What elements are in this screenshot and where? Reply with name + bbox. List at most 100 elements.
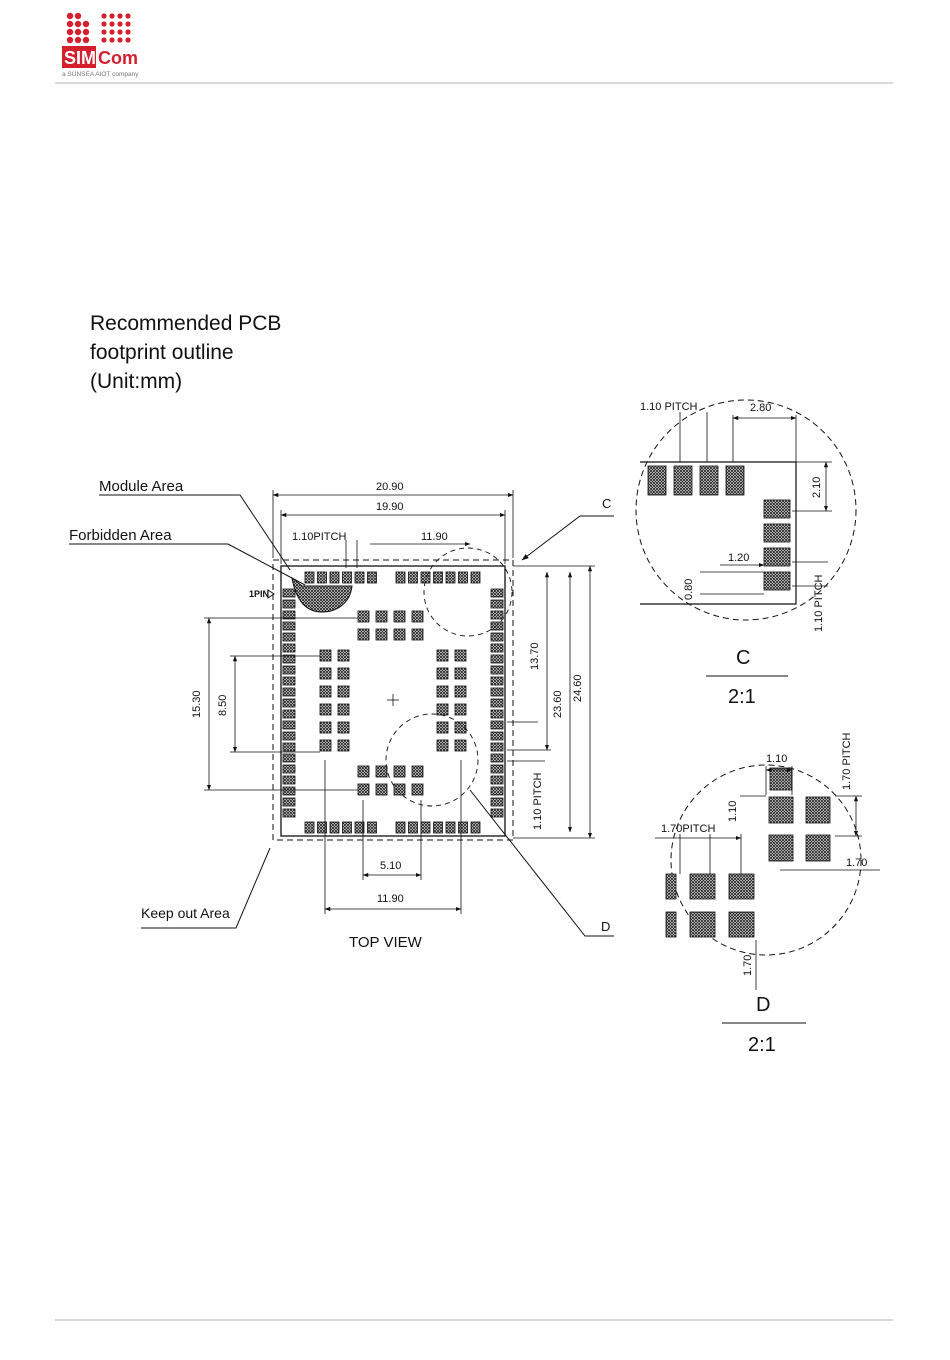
pad-right (490, 709, 504, 719)
pad-right (490, 753, 504, 763)
pad-bottom (342, 821, 352, 834)
pad-inner (319, 649, 332, 662)
pad-top (470, 571, 481, 584)
pad-inner (454, 721, 467, 734)
detail-d-pitch-side: 1.70 PITCH (841, 732, 853, 790)
dim-19-90: 19.90 (376, 501, 404, 513)
logo-tagline: a SUNSEA AIOT company (62, 71, 139, 78)
detail-c-pitch: 1.10 PITCH (640, 401, 698, 413)
pad-left (282, 742, 296, 752)
pad-detail-d (805, 796, 831, 824)
detail-c-name: C (736, 647, 750, 669)
pad-bottom (317, 821, 327, 834)
dim-1-10-pitch-right: 1.10 PITCH (532, 772, 544, 830)
pad-detail-d (728, 911, 755, 938)
pad-inner (454, 703, 467, 716)
pad-detail-d (728, 873, 755, 900)
detail-c-1-20: 1.20 (728, 552, 749, 564)
dim-24-60: 24.60 (572, 674, 584, 702)
pad-inner (337, 721, 350, 734)
pad-left (282, 797, 296, 807)
detail-c-view: 1.10 PITCH 2.80 2.10 1.20 0.80 1.10 PITC… (635, 399, 857, 708)
simcom-logo: SIM Com a SUNSEA AIOT company (62, 12, 139, 78)
pad-right (490, 632, 504, 642)
detail-c-marker: C (602, 496, 611, 511)
title-line-3: (Unit:mm) (90, 370, 182, 393)
detail-d-pitch-left: 1.70PITCH (661, 823, 715, 835)
pad-inner (319, 685, 332, 698)
top-view-caption: TOP VIEW (349, 934, 423, 951)
keep-out-outline (272, 559, 514, 841)
detail-d-1-70-right: 1.70 (846, 857, 867, 869)
dim-15-30: 15.30 (191, 690, 203, 718)
pad-detail-d (769, 767, 793, 791)
pad-left (282, 643, 296, 653)
pad-inner (454, 667, 467, 680)
pad-top (367, 571, 377, 584)
pad-inner (436, 739, 449, 752)
pad-right (490, 599, 504, 609)
detail-c-2-80: 2.80 (750, 402, 771, 414)
pad-bottom (329, 821, 340, 834)
page-header: SIM Com a SUNSEA AIOT company (0, 0, 950, 90)
pad-left (282, 621, 296, 631)
pad-detail-d (665, 911, 677, 938)
pad-inner (319, 721, 332, 734)
pad-detail-c (763, 523, 791, 543)
pad-inner (411, 628, 424, 641)
pad-right (490, 797, 504, 807)
pad-detail-c (763, 571, 791, 591)
pad-detail-c (673, 465, 693, 496)
pad-inner (337, 667, 350, 680)
pad-right (490, 764, 504, 774)
pad-inner (436, 703, 449, 716)
pad-left (282, 731, 296, 741)
dim-8-50: 8.50 (217, 695, 229, 716)
pad-inner (319, 703, 332, 716)
title-line-2: footprint outline (90, 341, 234, 364)
pad-detail-d (689, 873, 716, 900)
pad-bottom (367, 821, 377, 834)
pad-bottom (408, 821, 418, 834)
pad-inner (411, 610, 424, 623)
pad-inner (337, 685, 350, 698)
pad-left (282, 764, 296, 774)
pad-bottom (445, 821, 456, 834)
pad-left (282, 720, 296, 730)
detail-d-1-70-bottom: 1.70 (742, 955, 754, 976)
pad-right (490, 731, 504, 741)
pad-detail-d (768, 834, 794, 862)
pad-bottom (470, 821, 481, 834)
logo-com-text: Com (98, 48, 138, 68)
pad-left (282, 709, 296, 719)
pad-inner (454, 739, 467, 752)
detail-c-pitch-side: 1.10 PITCH (813, 574, 825, 632)
detail-d-pads (665, 767, 831, 938)
pad-left (282, 687, 296, 697)
detail-d-1-10-side: 1.10 (727, 801, 739, 822)
detail-d-marker: D (601, 919, 610, 934)
pad-top (408, 571, 418, 584)
pad-top (304, 571, 315, 584)
pad-inner (436, 649, 449, 662)
pad-bottom (395, 821, 406, 834)
dim-23-60: 23.60 (552, 690, 564, 718)
pad-left (282, 808, 296, 818)
pad-inner (375, 610, 388, 623)
pad-bottom (420, 821, 431, 834)
pad-detail-c (699, 465, 719, 496)
dim-13-70: 13.70 (529, 642, 541, 670)
pad-left (282, 665, 296, 675)
pad-right (490, 808, 504, 818)
pad-bottom (458, 821, 468, 834)
pad-right (490, 775, 504, 785)
keep-out-area-leader (141, 847, 271, 929)
pad-detail-c (763, 547, 791, 567)
pad-inner (337, 649, 350, 662)
pad-right (490, 621, 504, 631)
pad-inner (436, 685, 449, 698)
pad-inner (411, 765, 424, 778)
dim-20-90: 20.90 (376, 481, 404, 493)
pad-detail-d (665, 873, 677, 900)
detail-c-pads (647, 465, 791, 591)
